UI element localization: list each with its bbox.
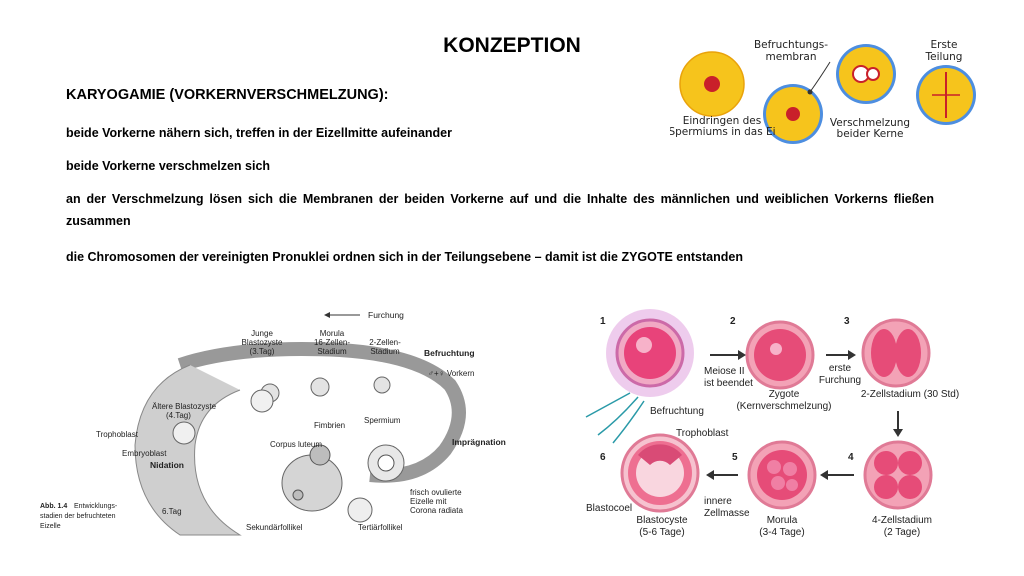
label-befruchtungsmembran-2: membran	[766, 51, 817, 63]
paragraph-1: beide Vorkerne nähern sich, treffen in d…	[66, 126, 452, 140]
label-2-zellen-2: Stadium	[370, 347, 400, 356]
label-impraegnation: Imprägnation	[452, 437, 506, 447]
step-number-1: 1	[600, 316, 606, 327]
label-befruchtung: Befruchtung	[650, 406, 704, 417]
morula-cell	[747, 440, 817, 510]
label-tertiaerfollikel: Tertiärfollikel	[358, 523, 403, 532]
label-nidation: Nidation	[150, 460, 184, 470]
egg-cell-3	[836, 44, 896, 104]
label-befruchtung: Befruchtung	[424, 348, 475, 358]
label-erste-teilung-2: Teilung	[925, 51, 963, 63]
label-verschmelzung-1: Verschmelzung	[830, 117, 910, 129]
label-spermium: Spermium	[364, 416, 401, 425]
label-furchung: Furchung	[368, 310, 404, 320]
label-sekundaerfollikel: Sekundärfollikel	[246, 523, 303, 532]
label-eizelle-2: Eizelle mit	[410, 497, 447, 506]
caption-line-3: Eizelle	[40, 523, 61, 530]
paragraph-4: die Chromosomen der vereinigten Pronukle…	[66, 250, 743, 264]
label-eindringen-2: Spermiums in das Ei	[670, 126, 776, 138]
paragraph-3: an der Verschmelzung lösen sich die Memb…	[66, 192, 934, 228]
label-4-zellstadium-2: (2 Tage)	[884, 527, 921, 538]
egg-cell-1	[679, 51, 745, 117]
label-2-zellstadium: 2-Zellstadium (30 Std)	[861, 389, 959, 400]
step-number-5: 5	[732, 452, 738, 463]
label-6-tag: 6.Tag	[162, 507, 182, 516]
arrows	[706, 350, 903, 480]
zygote-cell	[745, 320, 815, 390]
caption-line-2: stadien der befruchteten	[40, 513, 116, 520]
label-aeltere-blastozyste-2: (4.Tag)	[166, 411, 191, 420]
label-4-zellstadium-1: 4-Zellstadium	[872, 515, 932, 526]
embryo-development-figure: 1 2 3 4 5 6	[578, 305, 988, 540]
label-morula-3: Stadium	[317, 347, 347, 356]
paragraph-2: beide Vorkerne verschmelzen sich	[66, 159, 271, 173]
step-number-2: 2	[730, 316, 736, 327]
label-junge-blastozyste-1: Junge	[251, 329, 273, 338]
label-erste-furchung-1: erste	[829, 363, 852, 374]
step-number-4: 4	[848, 452, 854, 463]
label-morula-2: 16-Zellen-	[314, 338, 350, 347]
step-number-3: 3	[844, 316, 850, 327]
label-innere-1: innere	[704, 496, 732, 507]
label-eizelle-1: frisch ovulierte	[410, 488, 462, 497]
development-stages-figure: Furchung Junge Blastozyste (3.Tag) Morul…	[40, 305, 520, 537]
label-morula-1: Morula	[767, 515, 798, 526]
egg-cell-2	[763, 61, 831, 144]
label-junge-blastozyste-2: Blastozyste	[242, 338, 283, 347]
step-number-6: 6	[600, 452, 606, 463]
uterus-tube-drawing	[134, 312, 466, 536]
label-befruchtungsmembran-1: Befruchtungs-	[754, 39, 828, 51]
label-erste-teilung-1: Erste	[931, 39, 958, 51]
label-meiose-1: Meiose II	[704, 366, 745, 377]
section-heading: KARYOGAMIE (VORKERNVERSCHMELZUNG):	[66, 87, 389, 103]
label-morula-2: (3-4 Tage)	[759, 527, 804, 538]
label-blastocyste-1: Blastocyste	[636, 515, 688, 526]
caption-line-1: Entwicklungs-	[74, 503, 118, 510]
blastocyst-cell	[620, 433, 700, 513]
four-cell-stage	[863, 440, 933, 510]
egg-cell-4	[916, 65, 976, 125]
label-morula-1: Morula	[320, 329, 345, 338]
label-zygote-1: Zygote	[769, 389, 800, 400]
label-eizelle-3: Corona radiata	[410, 506, 463, 515]
label-fimbrien: Fimbrien	[314, 421, 345, 430]
label-trophoblast: Trophoblast	[676, 428, 729, 439]
fertilization-stages-figure: Befruchtungs- membran Erste Teilung Eind…	[670, 30, 988, 148]
caption-abb: Abb. 1.4	[40, 503, 67, 510]
egg-with-sperm	[585, 309, 694, 444]
label-erste-furchung-2: Furchung	[819, 375, 861, 386]
label-aeltere-blastozyste-1: Ältere Blastozyste	[152, 402, 217, 411]
label-blastocyste-2: (5-6 Tage)	[639, 527, 684, 538]
label-2-zellen-1: 2-Zellen-	[369, 338, 401, 347]
label-junge-blastozyste-3: (3.Tag)	[250, 347, 275, 356]
label-meiose-2: ist beendet	[704, 378, 753, 389]
two-cell-stage	[861, 318, 931, 388]
label-vorkern: ♂+♀ Vorkern	[428, 369, 474, 378]
label-zygote-2: (Kernverschmelzung)	[736, 401, 831, 412]
page-title: KONZEPTION	[443, 34, 581, 57]
label-corpus-luteum: Corpus luteum	[270, 440, 322, 449]
label-blastocoel: Blastocoel	[586, 503, 632, 514]
label-trophoblast: Trophoblast	[96, 430, 139, 439]
label-embryoblast: Embryoblast	[122, 449, 167, 458]
label-eindringen-1: Eindringen des	[683, 115, 761, 127]
label-innere-2: Zellmasse	[704, 508, 750, 519]
label-verschmelzung-2: beider Kerne	[837, 128, 904, 140]
